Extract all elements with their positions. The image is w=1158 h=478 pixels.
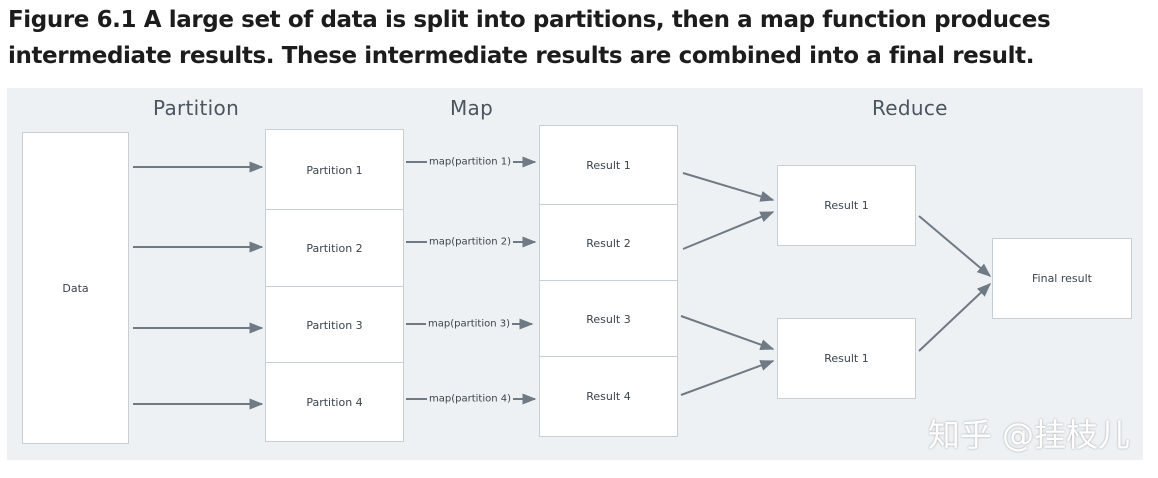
header-map: Map xyxy=(450,96,494,120)
header-reduce: Reduce xyxy=(872,96,948,120)
map-label-1: map(partition 1) xyxy=(426,156,514,168)
arrow-result-1-to-reduce-a xyxy=(682,172,775,202)
arrow-result-2-to-reduce-a xyxy=(682,211,775,250)
watermark: 知乎 @挂枝儿 xyxy=(927,416,1130,454)
caption-line-2: intermediate results. These intermediate… xyxy=(8,43,1035,69)
map-label-3: map(partition 3) xyxy=(425,318,513,330)
partition-box-2: Partition 2 xyxy=(265,209,404,288)
map-label-2: map(partition 2) xyxy=(426,236,514,248)
result-box-2: Result 2 xyxy=(539,204,678,282)
arrow-result-4-to-reduce-b xyxy=(680,360,775,396)
partition-box-1: Partition 1 xyxy=(265,129,404,211)
map-label-4: map(partition 4) xyxy=(426,393,514,405)
result-box-4: Result 4 xyxy=(539,356,678,437)
reduce-box-1: Result 1 xyxy=(777,165,916,246)
arrow-reduce-a-to-final xyxy=(918,215,992,277)
arrow-result-3-to-reduce-b xyxy=(680,315,775,351)
result-box-3: Result 3 xyxy=(539,280,678,358)
header-partition: Partition xyxy=(153,96,240,120)
data-box: Data xyxy=(22,132,129,444)
result-box-1: Result 1 xyxy=(539,125,678,206)
reduce-box-2: Result 1 xyxy=(777,318,916,399)
arrow-reduce-b-to-final xyxy=(918,283,992,352)
figure-caption: Figure 6.1 A large set of data is split … xyxy=(8,2,1148,74)
partition-box-3: Partition 3 xyxy=(265,286,404,364)
partition-box-4: Partition 4 xyxy=(265,362,404,442)
final-result-box: Final result xyxy=(992,238,1132,319)
caption-line-1: Figure 6.1 A large set of data is split … xyxy=(8,7,1051,33)
